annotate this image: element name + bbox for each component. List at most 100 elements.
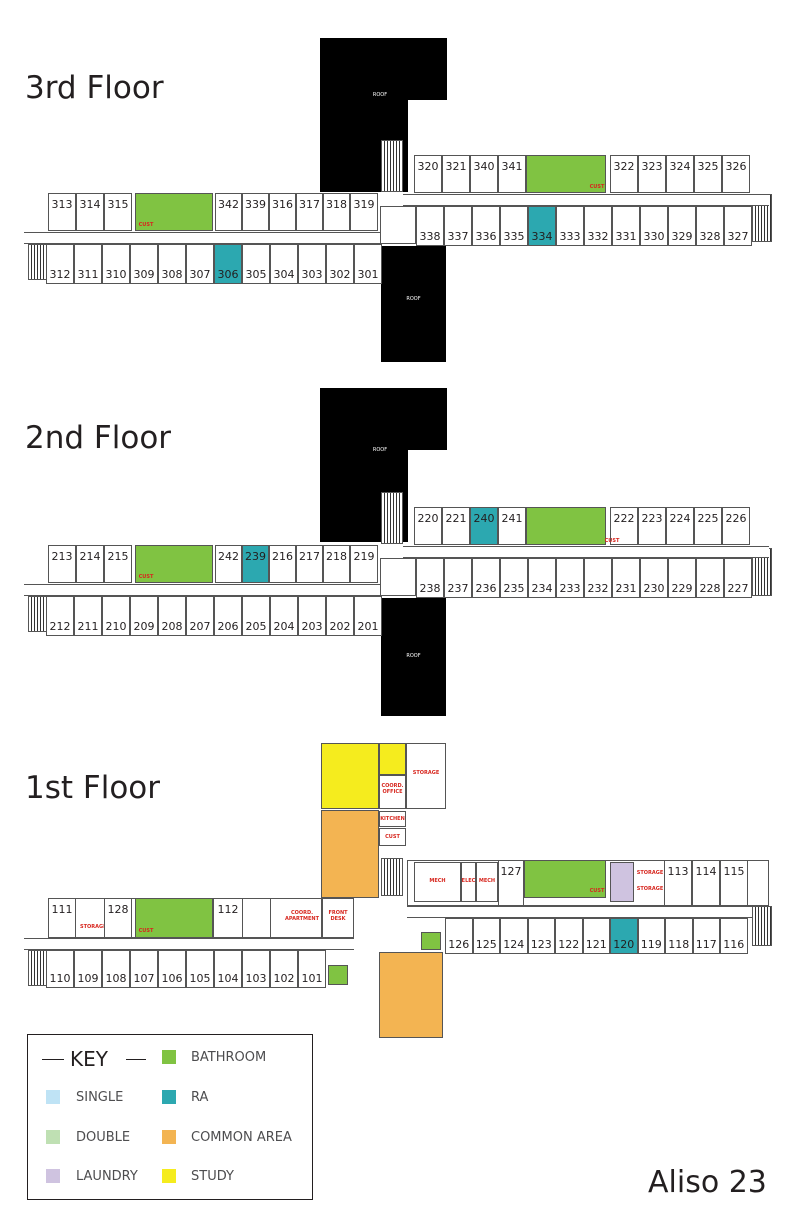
room-237: 237 — [444, 558, 472, 598]
floor-title-1: 1st Floor — [25, 770, 161, 806]
room-204: 204 — [270, 596, 298, 636]
key-swatch-double — [46, 1130, 60, 1144]
key-rule — [126, 1059, 146, 1060]
room-231: 231 — [612, 558, 640, 598]
room-number: 126 — [448, 938, 470, 951]
kitchen — [379, 811, 406, 827]
room-number: 336 — [475, 230, 497, 243]
room-number: 207 — [189, 620, 211, 633]
stairwell — [381, 858, 403, 896]
room-number: 236 — [475, 582, 497, 595]
key-label-laundry: LAUNDRY — [76, 1169, 138, 1184]
bathroom — [328, 965, 348, 985]
room-125: 125 — [472, 918, 500, 954]
coord-apartment-label: COORD. APARTMENT — [285, 910, 319, 922]
bathroom — [135, 545, 213, 583]
corridor — [24, 938, 354, 950]
floor-title-3: 3rd Floor — [25, 70, 164, 106]
room-number: 111 — [51, 903, 73, 916]
roof-block — [320, 388, 447, 450]
room-307: 307 — [186, 244, 214, 284]
room-number: 106 — [161, 972, 183, 985]
room-number: 105 — [189, 972, 211, 985]
room-number: 307 — [189, 268, 211, 281]
room-323: 323 — [638, 155, 666, 193]
room-236: 236 — [472, 558, 500, 598]
room-319: 319 — [350, 193, 378, 231]
room-233: 233 — [556, 558, 584, 598]
room-number: 222 — [613, 512, 635, 525]
bathroom — [421, 932, 441, 950]
room-106: 106 — [158, 950, 186, 988]
room-number: 339 — [245, 198, 266, 211]
room-121: 121 — [582, 918, 610, 954]
room-241: 241 — [498, 507, 526, 545]
room-334: 334 — [528, 206, 556, 246]
room-number: 209 — [133, 620, 155, 633]
room-number: 108 — [105, 972, 127, 985]
room-number: 211 — [77, 620, 99, 633]
roof-label: ROOF — [372, 447, 388, 453]
room-116: 116 — [720, 918, 748, 954]
room-119: 119 — [637, 918, 665, 954]
room-number: 203 — [301, 620, 323, 633]
room-number: 334 — [531, 230, 553, 243]
room-number: 314 — [79, 198, 101, 211]
room-number: 118 — [668, 938, 690, 951]
room-number: 329 — [671, 230, 693, 243]
front-desk — [322, 898, 354, 938]
room-number: 310 — [105, 268, 127, 281]
corridor — [24, 584, 380, 596]
room-number: 233 — [559, 582, 581, 595]
room-number: 112 — [217, 903, 239, 916]
room-240: 240 — [470, 507, 498, 545]
room-number: 114 — [695, 865, 717, 878]
stairwell — [381, 492, 403, 544]
room-329: 329 — [668, 206, 696, 246]
room-107: 107 — [130, 950, 158, 988]
room-314: 314 — [76, 193, 104, 231]
room-number: 107 — [133, 972, 155, 985]
room-number: 303 — [301, 268, 323, 281]
room-number: 335 — [503, 230, 525, 243]
room-331: 331 — [612, 206, 640, 246]
room-number: 239 — [245, 550, 266, 563]
room-322: 322 — [610, 155, 638, 193]
coord-office-label: COORD. OFFICE — [381, 783, 404, 795]
room-number: 117 — [695, 938, 717, 951]
kitchen-label: KITCHEN — [380, 816, 405, 822]
room-number: 319 — [353, 198, 375, 211]
room-number: 320 — [417, 160, 439, 173]
room-330: 330 — [640, 206, 668, 246]
room-number: 208 — [161, 620, 183, 633]
room-301: 301 — [354, 244, 382, 284]
room-number: 123 — [530, 938, 552, 951]
room-number: 214 — [79, 550, 101, 563]
room-109: 109 — [74, 950, 102, 988]
room-340: 340 — [470, 155, 498, 193]
room-number: 302 — [329, 268, 351, 281]
room-206: 206 — [214, 596, 242, 636]
room-120: 120 — [610, 918, 638, 954]
map-key: KEY BATHROOM SINGLE RA DOUBLE COMMON ARE… — [27, 1034, 313, 1200]
roof-label: ROOF — [406, 296, 421, 302]
room-number: 330 — [643, 230, 665, 243]
building-name: Aliso 23 — [648, 1165, 767, 1200]
room-number: 309 — [133, 268, 155, 281]
room-number: 308 — [161, 268, 183, 281]
corridor — [403, 546, 769, 558]
room-122: 122 — [555, 918, 583, 954]
room-number: 205 — [245, 620, 267, 633]
room-number: 235 — [503, 582, 525, 595]
key-label-ra: RA — [191, 1090, 209, 1105]
cust-label: CUST — [385, 834, 400, 840]
storage-label: STORAGE — [636, 870, 664, 876]
room-number: 311 — [77, 268, 99, 281]
key-label-bathroom: BATHROOM — [191, 1050, 267, 1065]
mech-label: MECH — [478, 878, 496, 884]
room-305: 305 — [242, 244, 270, 284]
room-number: 341 — [501, 160, 523, 173]
room-201: 201 — [354, 596, 382, 636]
room-number: 116 — [723, 938, 745, 951]
storage-label: STORAGE — [636, 886, 664, 892]
